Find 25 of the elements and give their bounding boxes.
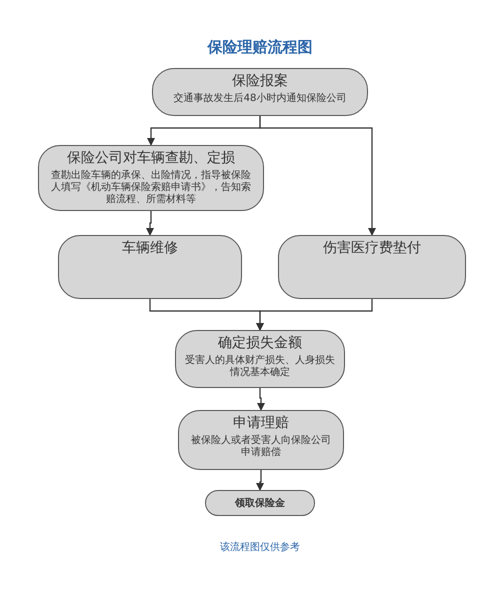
step-description: 查勘出险车辆的承保、出险情况，指导被保险人填写《机动车辆保险索赔申请书》，告知索赔流程、所需材料等 xyxy=(50,170,252,206)
diagram-title: 保险理赔流程图 xyxy=(206,37,314,58)
step-heading: 确定损失金额 xyxy=(218,334,302,353)
arrow xyxy=(257,388,265,411)
step-heading: 领取保险金 xyxy=(235,496,285,510)
process-box xyxy=(278,235,466,299)
step-description: 受害人的具体财产损失、人身损失情况基本确定 xyxy=(184,355,336,379)
process-box xyxy=(152,68,368,116)
arrow xyxy=(256,470,264,491)
process-box xyxy=(58,235,242,299)
step-heading: 车辆维修 xyxy=(122,239,178,258)
caption: 该流程图仅供参考 xyxy=(219,540,301,555)
process-box xyxy=(175,330,345,388)
arrow xyxy=(256,299,373,331)
process-box xyxy=(38,145,264,211)
process-box xyxy=(178,410,344,470)
step-heading: 保险公司对车辆查勘、定损 xyxy=(67,149,235,168)
step-description: 被保险人或者受害人向保险公司申请赔偿 xyxy=(190,435,332,459)
process-box xyxy=(205,490,315,516)
step-heading: 伤害医疗费垫付 xyxy=(323,239,421,258)
arrow xyxy=(259,116,376,236)
step-heading: 申请理赔 xyxy=(233,414,289,433)
step-description: 交通事故发生后48小时内通知保险公司 xyxy=(174,93,346,105)
step-heading: 保险报案 xyxy=(232,72,288,91)
arrow xyxy=(146,211,154,236)
